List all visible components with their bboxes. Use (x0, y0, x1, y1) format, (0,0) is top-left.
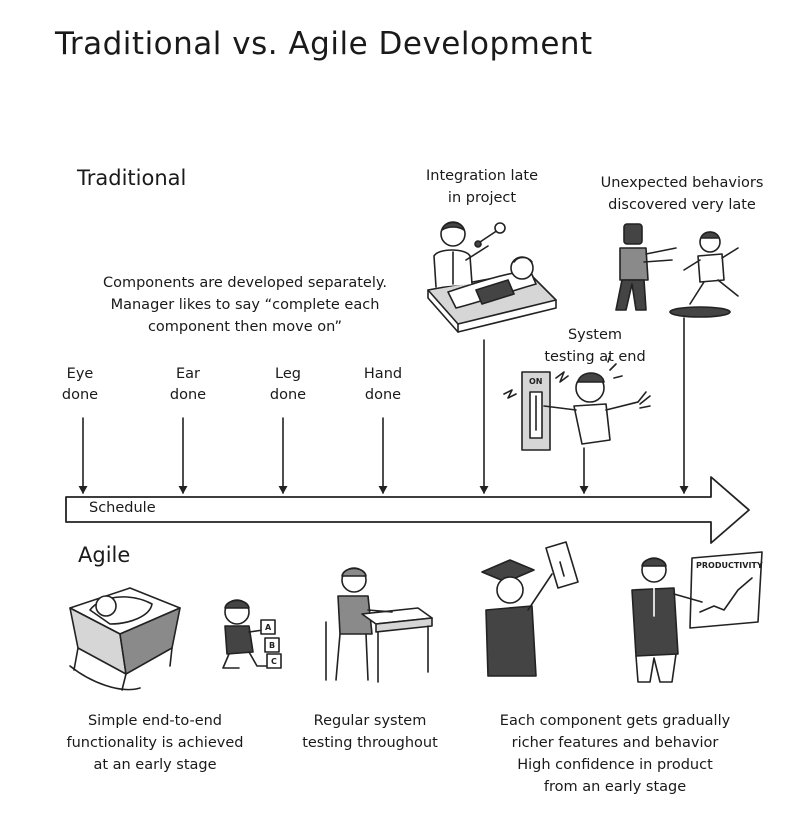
productivity-chart-label: PRODUCTIVITY (696, 561, 763, 570)
caption-line: Regular system (313, 713, 427, 729)
schedule-arrow (65, 476, 750, 544)
agile-caption-early: Simple end-to-end functionality is achie… (40, 710, 270, 776)
student-desk-illustration (325, 567, 433, 683)
caption-line: High confidence in product (517, 757, 713, 773)
unexpected-behaviors-illustration (615, 223, 739, 318)
caption-line: Simple end-to-end (87, 713, 223, 729)
system-testing-label: System testing at end (525, 324, 665, 368)
block-letter: C (271, 657, 277, 666)
cradle-illustration (69, 587, 181, 691)
milestone-status: done (364, 387, 402, 403)
note-line: Manager likes to say “complete each (110, 297, 380, 313)
agile-caption-confidence: Each component gets gradually richer fea… (490, 710, 740, 798)
label-line: testing at end (544, 349, 646, 365)
switch-label: ON (529, 377, 543, 386)
milestone-status: done (269, 387, 307, 403)
integration-illustration (427, 221, 557, 333)
caption-line: from an early stage (543, 779, 687, 795)
milestone-label: Eye (66, 366, 94, 382)
traditional-heading: Traditional (77, 166, 187, 190)
milestone-status: done (61, 387, 99, 403)
unexpected-behaviors-label: Unexpected behaviors discovered very lat… (597, 172, 767, 216)
milestone-label: Ear (175, 366, 200, 382)
milestone-leg: Leg done (253, 364, 323, 406)
agile-heading: Agile (78, 543, 131, 567)
caption-line: at an early stage (93, 757, 217, 773)
caption-line: testing throughout (302, 735, 438, 751)
label-line: in project (447, 190, 517, 206)
milestone-status: done (169, 387, 207, 403)
caption-line: richer features and behavior (511, 735, 719, 751)
block-letter: B (269, 641, 275, 650)
note-line: Components are developed separately. (102, 275, 388, 291)
businessman-productivity-illustration: PRODUCTIVITY (631, 551, 763, 683)
caption-line: functionality is achieved (66, 735, 244, 751)
milestone-label: Hand (363, 366, 403, 382)
label-line: Unexpected behaviors (600, 175, 764, 191)
page-title: Traditional vs. Agile Development (55, 26, 593, 62)
block-letter: A (265, 623, 272, 632)
milestone-ear: Ear done (153, 364, 223, 406)
label-line: System (567, 327, 623, 343)
milestone-eye: Eye done (45, 364, 115, 406)
milestone-label: Leg (275, 366, 301, 382)
agile-caption-testing: Regular system testing throughout (285, 710, 455, 754)
schedule-label: Schedule (89, 500, 156, 516)
note-line: component then move on” (147, 319, 343, 335)
graduate-illustration (481, 541, 579, 677)
milestone-hand: Hand done (348, 364, 418, 406)
label-line: Integration late (425, 168, 539, 184)
traditional-note: Components are developed separately. Man… (60, 272, 430, 338)
system-testing-illustration: ON (503, 355, 651, 451)
label-line: discovered very late (608, 197, 756, 213)
caption-line: Each component gets gradually (499, 713, 731, 729)
toddler-illustration: A B C (222, 599, 282, 669)
integration-label: Integration late in project (412, 165, 552, 209)
